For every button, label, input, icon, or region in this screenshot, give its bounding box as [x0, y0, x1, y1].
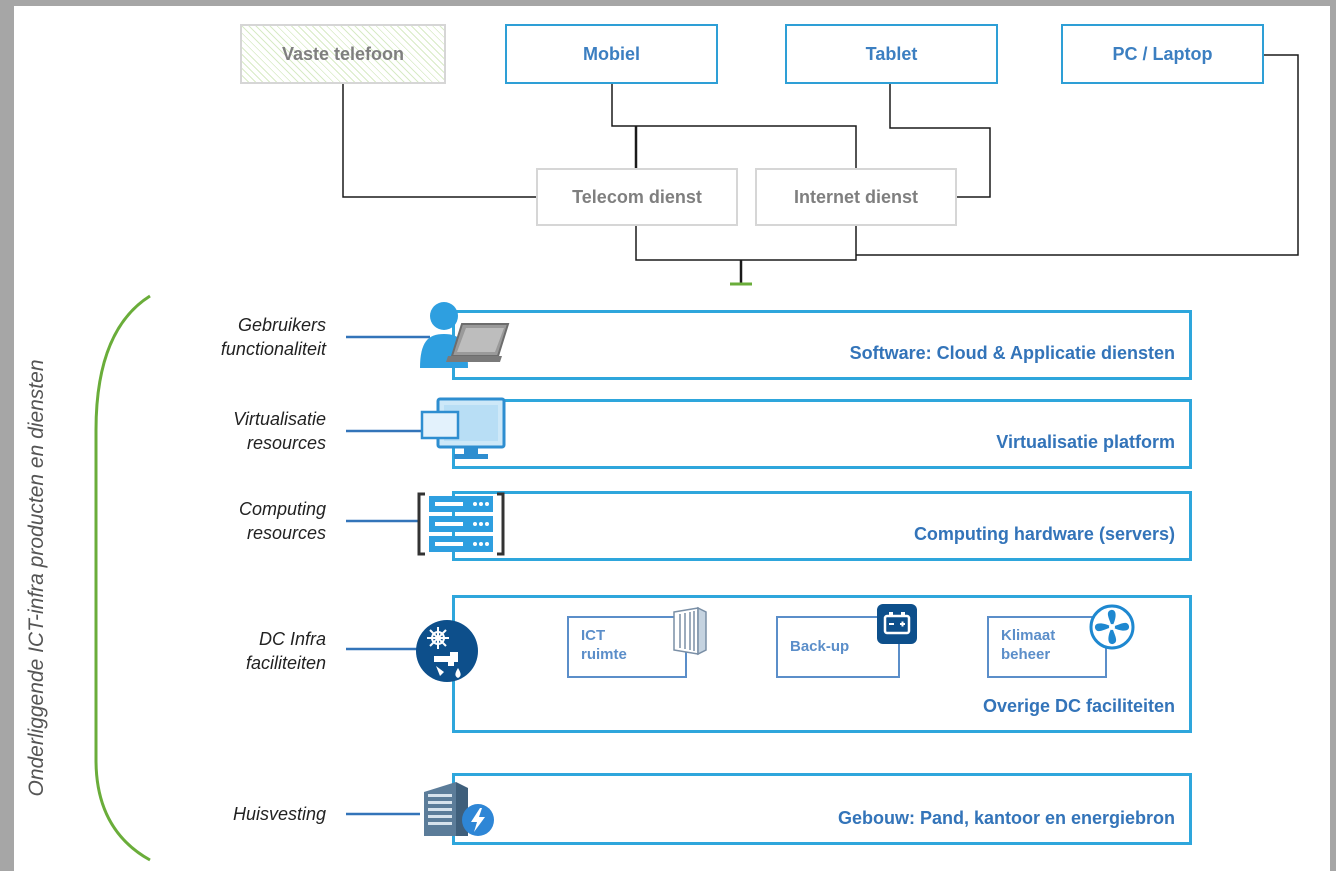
row-label-line: faciliteiten [245, 653, 326, 673]
row-label-huisvesting: Huisvesting [233, 802, 326, 826]
green-bracket [94, 294, 151, 862]
connector-pc-bus [856, 54, 1299, 256]
facility-label-line: beheer [1001, 646, 1051, 663]
layer-virtualisatie: Virtualisatie platform [452, 399, 1192, 469]
service-telecom: Telecom dienst [536, 168, 738, 226]
row-label-dc-infra: DC Infra faciliteiten [246, 627, 326, 675]
layer-title: Computing hardware (servers) [913, 524, 1175, 544]
user-laptop-icon [420, 302, 510, 368]
facility-label-line: ICT [581, 627, 606, 644]
service-internet: Internet dienst [755, 168, 957, 226]
layer-gebouw: Gebouw: Pand, kantoor en energiebron [452, 773, 1192, 845]
connector-services-bus [635, 226, 857, 261]
frame-right [1330, 0, 1336, 871]
layer-title: Virtualisatie platform [996, 432, 1175, 452]
row-label-line: DC Infra [258, 629, 326, 649]
server-rack-icon [417, 492, 505, 556]
layer-title: Overige DC faciliteiten [982, 696, 1175, 716]
building-power-icon [424, 782, 494, 836]
side-title: Onderliggende ICT-infra producten en die… [25, 359, 48, 797]
device-mobiel: Mobiel [505, 24, 718, 84]
battery-icon [877, 604, 917, 644]
connector-tablet-internet [889, 84, 991, 198]
row-label-gebruikers: Gebruikers functionaliteit [221, 313, 326, 361]
fan-icon [1089, 604, 1135, 650]
row-label-line: Virtualisatie [233, 409, 326, 429]
facility-label: Klimaat beheer [1001, 626, 1055, 664]
facility-klimaat-beheer: Klimaat beheer [987, 616, 1107, 678]
facility-ict-ruimte: ICT ruimte [567, 616, 687, 678]
facility-label: ICT ruimte [581, 626, 627, 664]
row-label-line: resources [246, 433, 326, 453]
cooling-water-icon [416, 620, 478, 682]
row-label-line: resources [246, 523, 326, 543]
row-label-line: functionaliteit [220, 339, 326, 359]
row-label-line: Huisvesting [232, 804, 326, 824]
device-tablet: Tablet [785, 24, 998, 84]
facility-label: Back-up [790, 638, 850, 655]
row-label-line: Computing [238, 499, 326, 519]
row-label-line: Gebruikers [237, 315, 326, 335]
layer-software: Software: Cloud & Applicatie diensten [452, 310, 1192, 380]
frame-left [0, 0, 14, 871]
rack-door-icon [673, 606, 707, 656]
facility-label-line: ruimte [581, 646, 627, 663]
device-vaste-telefoon: Vaste telefoon [240, 24, 446, 84]
frame-top [0, 0, 1336, 6]
device-pc-laptop: PC / Laptop [1061, 24, 1264, 84]
layer-title: Gebouw: Pand, kantoor en energiebron [837, 808, 1175, 828]
row-label-virtualisatie: Virtualisatie resources [233, 407, 326, 455]
connector-mobiel-split [611, 84, 857, 168]
facility-label-line: Klimaat [1001, 627, 1056, 644]
layer-computing: Computing hardware (servers) [452, 491, 1192, 561]
monitor-icon [420, 397, 506, 459]
row-label-computing: Computing resources [239, 497, 326, 545]
layer-title: Software: Cloud & Applicatie diensten [849, 343, 1175, 363]
connector-vaste-telecom [342, 84, 536, 198]
